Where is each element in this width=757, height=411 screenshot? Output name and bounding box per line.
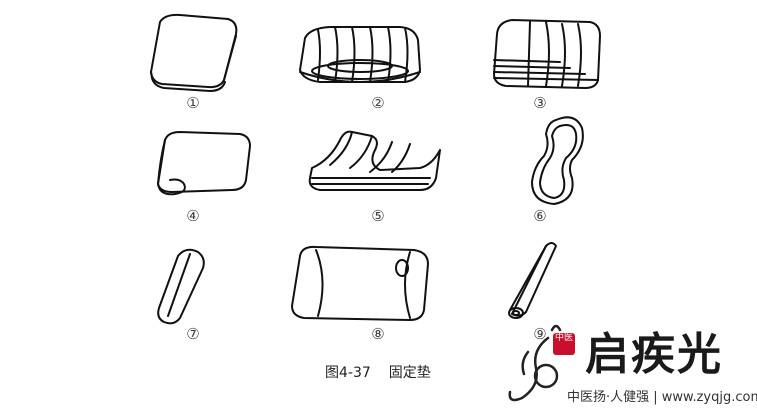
rectangular-cushion-drawing [291, 245, 429, 321]
watermark-tag: 中医 [553, 333, 575, 355]
watermark-subtitle: 中医扬·人健强 | www.zyqjg.com [567, 390, 757, 405]
label-7: ⑦ [186, 325, 200, 343]
cylindrical-rod-drawing [508, 242, 557, 319]
label-6: ⑥ [533, 207, 547, 225]
label-8: ⑧ [371, 325, 385, 343]
caption-title: 固定垫 [388, 365, 431, 381]
label-9: ⑨ [533, 325, 547, 343]
label-3: ③ [533, 94, 547, 112]
stepped-layered-pad-drawing [493, 19, 601, 89]
square-pad-drawing [150, 13, 238, 92]
caption-number: 图4-37 [325, 365, 371, 381]
label-4: ④ [186, 207, 200, 225]
label-2: ② [371, 94, 385, 112]
figure-caption: 图4-37 固定垫 [325, 362, 431, 382]
rolled-pad-drawing [157, 131, 251, 196]
folded-wavy-pad-drawing [308, 130, 441, 191]
layered-fan-pad-drawing [299, 26, 421, 83]
label-5: ⑤ [371, 207, 385, 225]
brush-emblem-icon [508, 324, 562, 402]
peanut-pad-drawing [531, 116, 584, 205]
watermark-title: 启疾光 [585, 329, 723, 380]
narrow-pad-drawing [157, 248, 205, 325]
label-1: ① [186, 94, 200, 112]
